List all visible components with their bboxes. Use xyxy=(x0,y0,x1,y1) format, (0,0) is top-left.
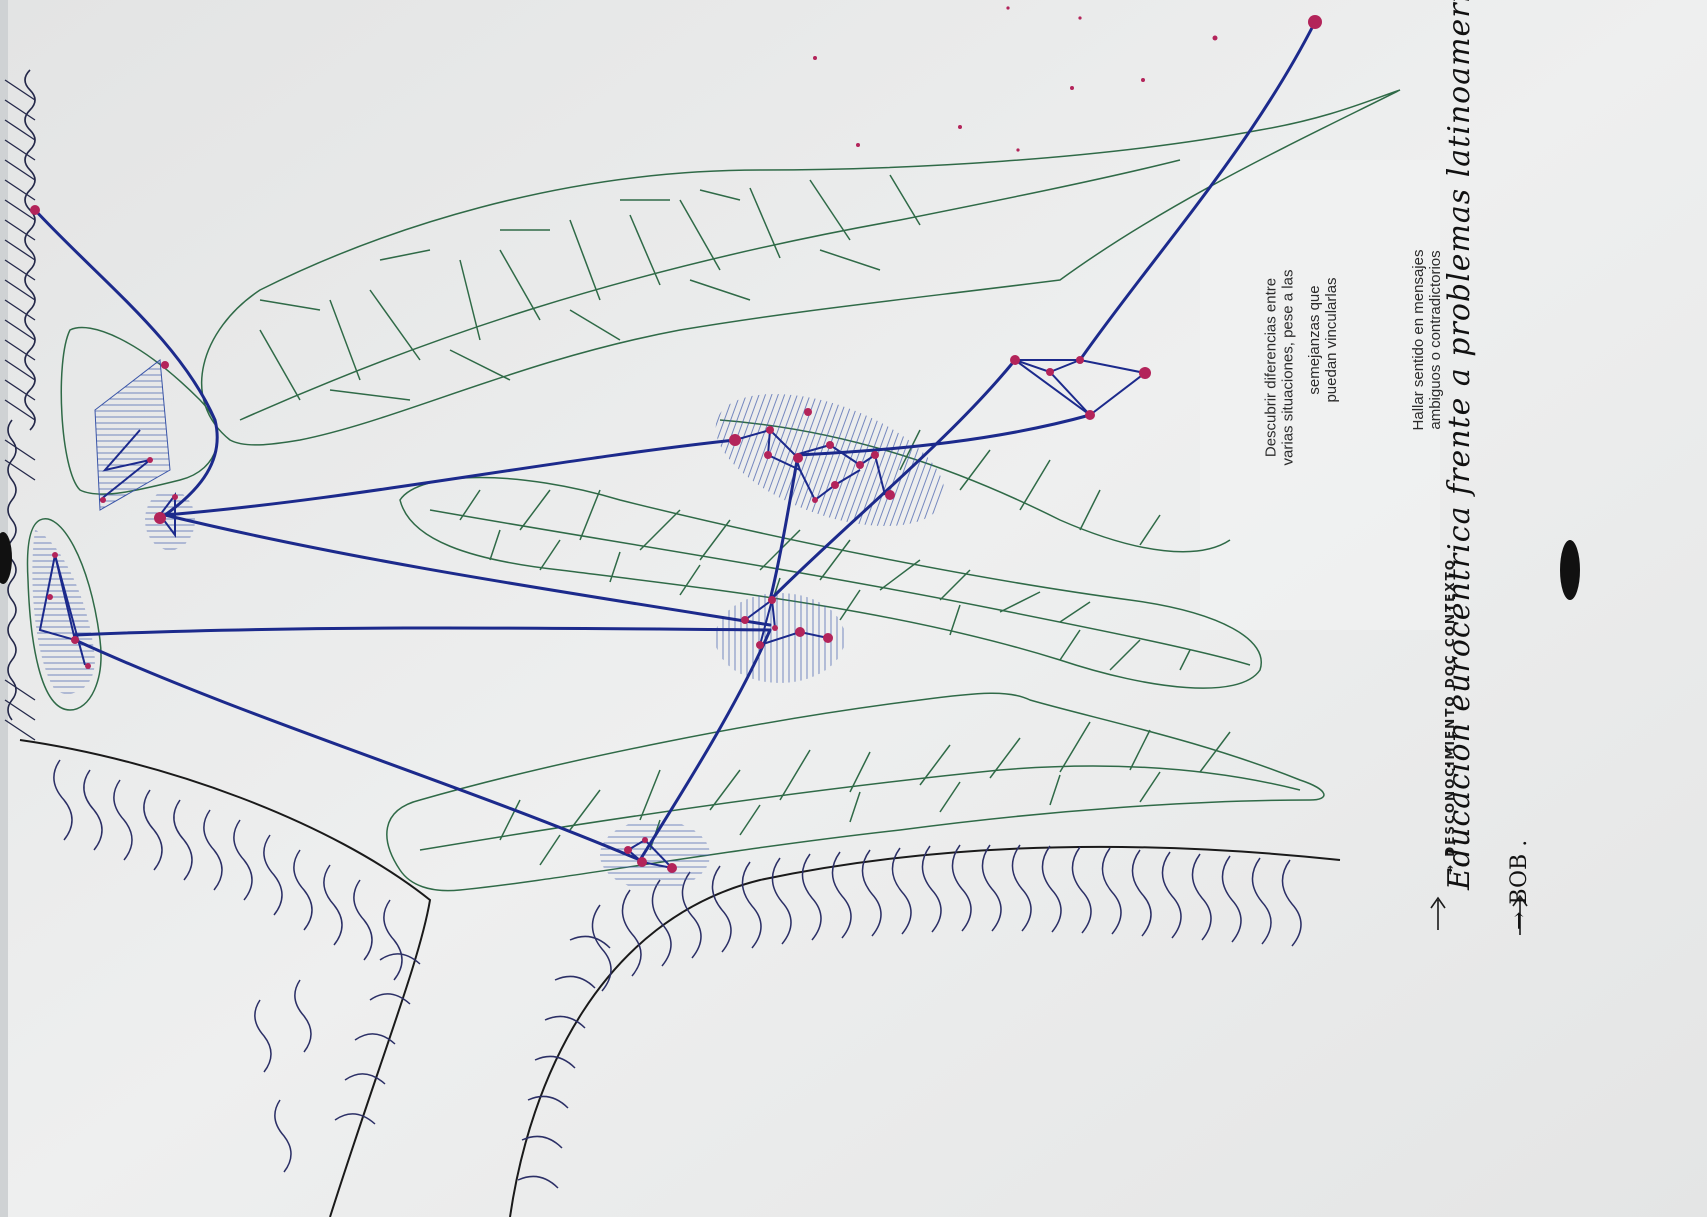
stray-dot xyxy=(1213,36,1218,41)
node xyxy=(1308,15,1322,29)
handwriting-line-3: → BOB . xyxy=(1506,830,1534,930)
node xyxy=(756,641,764,649)
stray-dot xyxy=(1141,78,1145,82)
node xyxy=(793,453,803,463)
note-line-1: Descubrir diferencias entre varias situa… xyxy=(1263,268,1297,468)
node xyxy=(766,426,774,434)
node xyxy=(823,633,833,643)
node xyxy=(642,837,648,843)
note-line-3: Hallar sentido en mensajes ambiguos o co… xyxy=(1410,245,1444,435)
node xyxy=(772,625,778,631)
stray-dot xyxy=(1070,86,1074,90)
handwriting-line-2: Educación eurocéntrica frente a problema… xyxy=(1440,70,1480,890)
node xyxy=(826,441,834,449)
stray-dot xyxy=(1078,16,1081,19)
node xyxy=(1139,367,1151,379)
node xyxy=(637,857,647,867)
node xyxy=(47,594,53,600)
note-line-2: semejanzas que puedan vincularlas xyxy=(1306,260,1340,420)
node xyxy=(100,497,106,503)
node xyxy=(667,863,677,873)
node xyxy=(885,490,895,500)
node xyxy=(52,552,58,558)
stray-dot xyxy=(856,143,860,147)
node xyxy=(729,434,741,446)
node xyxy=(147,457,153,463)
node xyxy=(71,636,79,644)
node xyxy=(831,481,839,489)
hatch-bottom xyxy=(600,820,710,890)
node xyxy=(795,627,805,637)
node xyxy=(1010,355,1020,365)
node xyxy=(1076,356,1084,364)
node xyxy=(812,497,818,503)
node xyxy=(30,205,40,215)
node xyxy=(768,596,776,604)
stray-dot xyxy=(813,56,817,60)
node xyxy=(1085,410,1095,420)
node xyxy=(154,512,166,524)
printed-note-2: semejanzas que puedan vincularlas xyxy=(1306,230,1346,450)
stray-dot xyxy=(1016,148,1019,151)
node xyxy=(624,846,632,854)
node xyxy=(1046,368,1054,376)
node xyxy=(85,663,91,669)
node xyxy=(804,408,812,416)
stray-dot xyxy=(1006,6,1009,9)
node xyxy=(871,451,879,459)
stray-dot xyxy=(958,125,962,129)
node xyxy=(741,616,749,624)
node xyxy=(172,494,178,500)
photo-edge-blob-right xyxy=(1560,540,1580,600)
node xyxy=(161,361,169,369)
node xyxy=(856,461,864,469)
node xyxy=(764,451,772,459)
